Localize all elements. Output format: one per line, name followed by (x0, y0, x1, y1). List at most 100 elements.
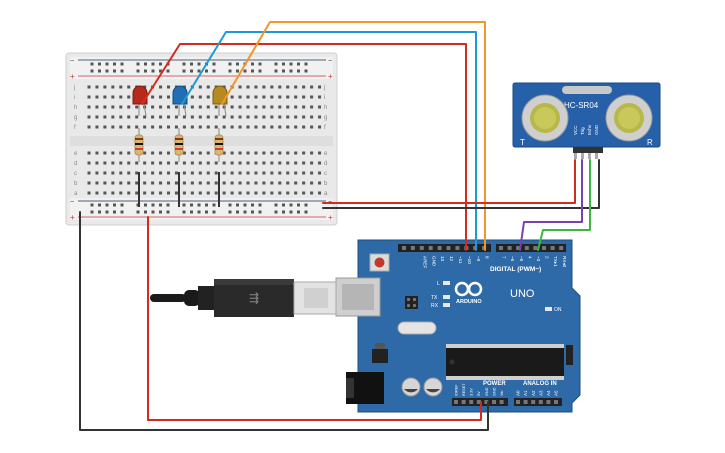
breadboard-hole[interactable] (302, 115, 306, 119)
breadboard-hole[interactable] (206, 85, 210, 89)
breadboard-hole[interactable] (230, 191, 234, 195)
breadboard-hole[interactable] (254, 115, 258, 119)
rail-hole[interactable] (258, 210, 262, 214)
rail-hole[interactable] (182, 210, 186, 214)
rail-hole[interactable] (190, 69, 193, 73)
breadboard-hole[interactable] (87, 115, 91, 119)
breadboard-hole[interactable] (174, 125, 178, 129)
breadboard-hole[interactable] (95, 95, 99, 99)
header-pin[interactable] (550, 246, 555, 250)
breadboard-hole[interactable] (127, 161, 131, 165)
rail-hole[interactable] (236, 203, 239, 207)
rail-hole[interactable] (120, 62, 124, 66)
header-pin[interactable] (542, 246, 546, 250)
rail-hole[interactable] (274, 62, 278, 66)
breadboard-hole[interactable] (167, 95, 170, 99)
breadboard-hole[interactable] (302, 105, 306, 109)
breadboard-hole[interactable] (302, 95, 306, 99)
breadboard-hole[interactable] (103, 85, 107, 89)
breadboard-hole[interactable] (206, 105, 210, 109)
led-red[interactable] (132, 85, 148, 117)
rail-hole[interactable] (297, 210, 300, 214)
breadboard-hole[interactable] (111, 95, 115, 99)
breadboard-hole[interactable] (302, 85, 306, 89)
breadboard-hole[interactable] (111, 115, 115, 119)
breadboard-hole[interactable] (254, 161, 258, 165)
rail-hole[interactable] (197, 62, 201, 66)
breadboard-hole[interactable] (135, 115, 139, 119)
breadboard-hole[interactable] (310, 125, 314, 129)
header-pin[interactable] (554, 400, 558, 404)
breadboard-hole[interactable] (206, 161, 210, 165)
breadboard-hole[interactable] (182, 171, 186, 175)
breadboard-hole[interactable] (270, 151, 274, 155)
header-pin[interactable] (446, 246, 451, 250)
breadboard-hole[interactable] (127, 151, 131, 155)
breadboard-hole[interactable] (302, 151, 306, 155)
breadboard-hole[interactable] (246, 181, 250, 185)
breadboard-hole[interactable] (310, 151, 314, 155)
breadboard-hole[interactable] (151, 181, 155, 185)
breadboard-hole[interactable] (318, 115, 322, 119)
header-pin[interactable] (524, 246, 529, 250)
breadboard-hole[interactable] (318, 191, 322, 195)
breadboard-hole[interactable] (127, 191, 131, 195)
breadboard-hole[interactable] (143, 171, 147, 175)
rail-hole[interactable] (98, 69, 101, 73)
breadboard-hole[interactable] (214, 181, 218, 185)
rail-hole[interactable] (98, 210, 101, 214)
breadboard-hole[interactable] (111, 161, 115, 165)
rail-hole[interactable] (144, 203, 147, 207)
breadboard-hole[interactable] (159, 161, 163, 165)
breadboard-hole[interactable] (167, 125, 170, 129)
rail-hole[interactable] (151, 62, 155, 66)
breadboard-hole[interactable] (127, 115, 131, 119)
breadboard-hole[interactable] (198, 85, 202, 89)
header-pin[interactable] (428, 246, 433, 250)
rail-hole[interactable] (228, 62, 232, 66)
wire-purple-sensor-trig[interactable] (519, 159, 583, 251)
breadboard-hole[interactable] (270, 85, 274, 89)
breadboard-hole[interactable] (167, 105, 170, 109)
breadboard-hole[interactable] (127, 95, 131, 99)
rail-hole[interactable] (289, 210, 293, 214)
breadboard-hole[interactable] (230, 125, 234, 129)
breadboard-hole[interactable] (167, 181, 170, 185)
breadboard-hole[interactable] (294, 95, 298, 99)
rail-hole[interactable] (136, 69, 140, 73)
breadboard-hole[interactable] (95, 191, 99, 195)
breadboard-hole[interactable] (286, 171, 290, 175)
breadboard-hole[interactable] (270, 95, 274, 99)
wire-black-sensor-gnd[interactable] (322, 159, 600, 209)
breadboard-hole[interactable] (222, 171, 226, 175)
breadboard-hole[interactable] (214, 191, 218, 195)
breadboard-hole[interactable] (238, 171, 242, 175)
breadboard-hole[interactable] (87, 85, 91, 89)
breadboard-hole[interactable] (182, 115, 186, 119)
breadboard-hole[interactable] (174, 191, 178, 195)
rail-hole[interactable] (197, 210, 201, 214)
breadboard-hole[interactable] (95, 151, 99, 155)
breadboard-hole[interactable] (87, 181, 91, 185)
breadboard-hole[interactable] (111, 125, 115, 129)
rail-hole[interactable] (243, 203, 247, 207)
breadboard-hole[interactable] (286, 95, 290, 99)
resistor-3[interactable] (214, 128, 224, 162)
rail-hole[interactable] (304, 203, 308, 207)
breadboard-hole[interactable] (286, 181, 290, 185)
breadboard-hole[interactable] (254, 105, 258, 109)
breadboard-hole[interactable] (254, 171, 258, 175)
breadboard-hole[interactable] (182, 151, 186, 155)
breadboard-hole[interactable] (103, 181, 107, 185)
rail-hole[interactable] (197, 203, 201, 207)
rail-hole[interactable] (166, 203, 170, 207)
header-pin[interactable] (455, 246, 460, 250)
breadboard-hole[interactable] (286, 105, 290, 109)
wire-red-led-to-pin11[interactable] (141, 43, 467, 251)
header-pin[interactable] (559, 246, 564, 250)
breadboard-hole[interactable] (238, 151, 242, 155)
breadboard-hole[interactable] (103, 161, 107, 165)
rail-hole[interactable] (289, 69, 293, 73)
breadboard-hole[interactable] (167, 115, 170, 119)
